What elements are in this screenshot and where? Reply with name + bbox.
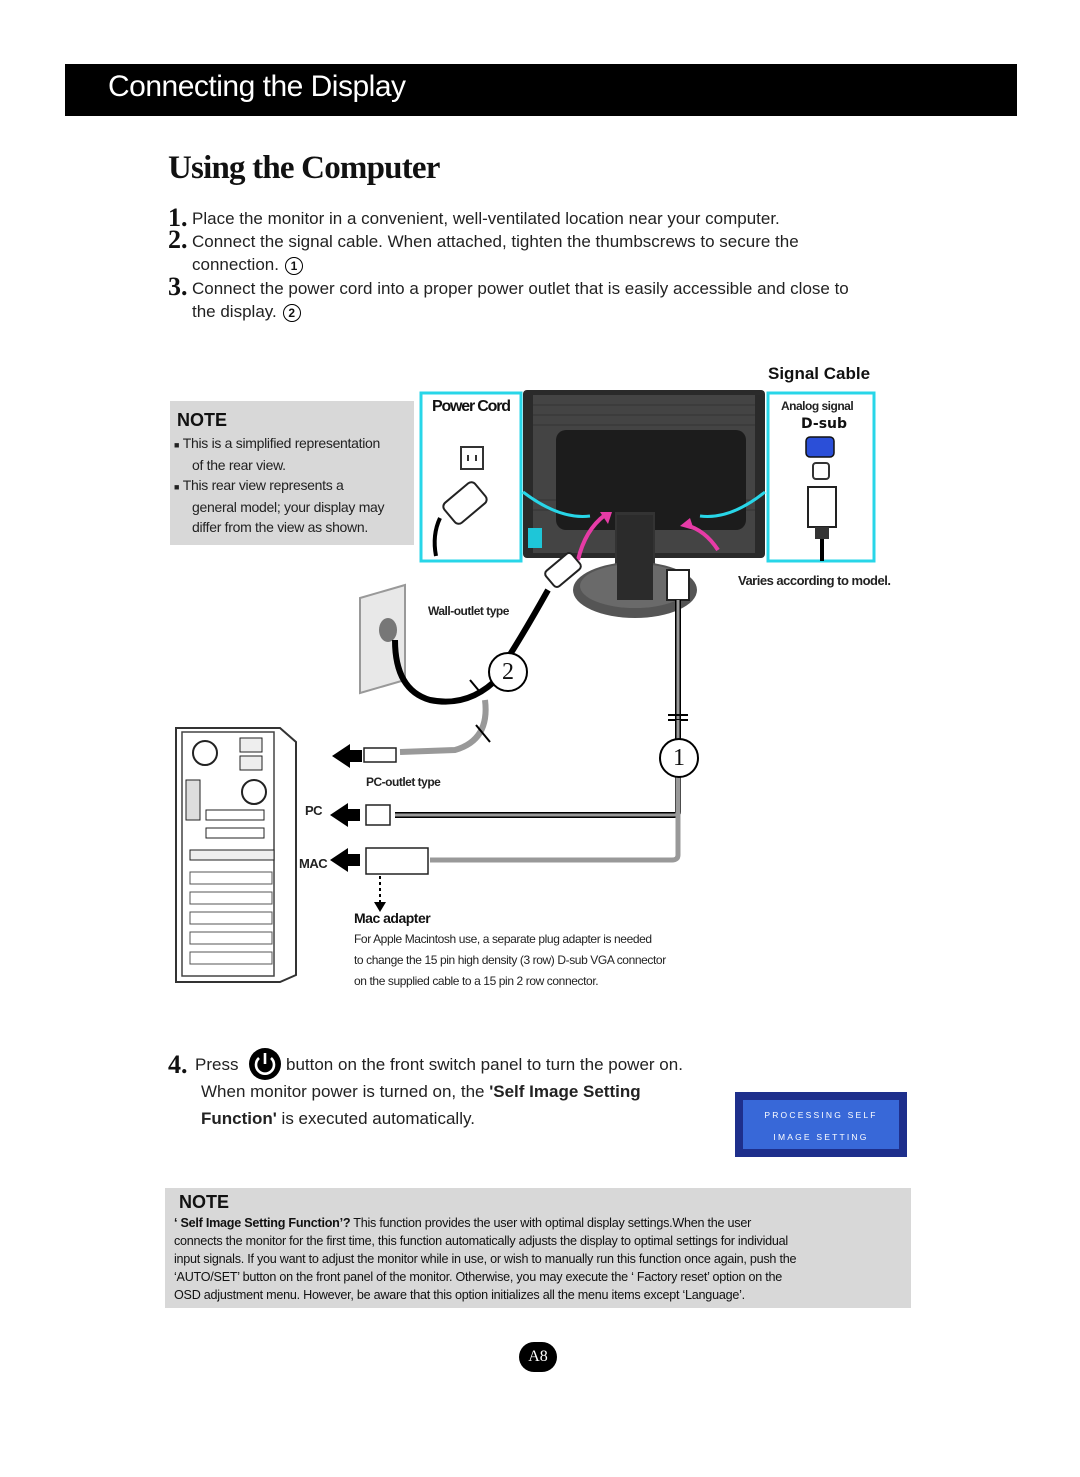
page-header-title: Connecting the Display [108,70,406,103]
step-text-line2: When monitor power is turned on, the 'Se… [201,1082,641,1102]
signal-cable-callout [766,391,876,563]
step-1: 1. Place the monitor in a convenient, we… [168,203,928,232]
step-2: 2. Connect the signal cable. When attach… [168,225,928,276]
mac-adapter-line: on the supplied cable to a 15 pin 2 row … [354,974,599,988]
note-line: differ from the view as shown. [192,519,368,535]
analog-signal-label: Analog signal [781,399,854,413]
bullet-icon: ■ [174,440,180,450]
osd-line: IMAGE SETTING [773,1132,869,1142]
step-continuation: the display. 2 [192,301,301,323]
callout-number-2: 2 [488,652,528,692]
note-line: OSD adjustment menu. However, be aware t… [174,1288,745,1302]
power-cord-label: Power Cord [432,398,511,415]
step-text: Place the monitor in a convenient, well-… [192,209,780,228]
pc-power-cord [399,699,489,755]
step-text-line3: Function' is executed automatically. [201,1109,475,1129]
step-number: 1. [168,203,188,232]
note-body: ‘ Self Image Setting Function’? This fun… [174,1214,906,1304]
note-item: ■ This is a simplified representation of… [174,433,410,537]
varies-label: Varies according to model. [738,573,891,588]
step-3: 3. Connect the power cord into a proper … [168,272,928,323]
mac-adapter-text: For Apple Macintosh use, a separate plug… [354,929,666,992]
step-text-line2: connection. [192,255,279,274]
step-text: Press [195,1055,239,1074]
mac-adapter-line: to change the 15 pin high density (3 row… [354,953,666,967]
callout-number-1: 1 [659,738,699,778]
pc-tower-illustration [175,727,297,983]
section-title: Using the Computer [168,150,440,186]
step-text: Connect the signal cable. When attached,… [192,232,799,251]
pc-label: PC [305,803,323,818]
mac-adapter-title: Mac adapter [354,910,431,926]
step-number: 3. [168,272,188,301]
note-line: ‘AUTO/SET’ button on the front panel of … [174,1270,783,1284]
signal-cable-label: Signal Cable [768,364,871,383]
arrow-icons [330,744,429,912]
step-text: button on the front switch panel to turn… [286,1055,683,1074]
header-bar [65,64,1017,116]
note-line: This function provides the user with opt… [350,1216,752,1230]
text-run: is executed automatically. [276,1109,475,1128]
note-box-self-image: NOTE ‘ Self Image Setting Function’? Thi… [165,1188,911,1308]
note-line: This rear view represents a [182,477,344,493]
mac-cable [430,760,681,863]
note-box-rear-view: NOTE ■ This is a simplified representati… [170,401,414,545]
osd-line: PROCESSING SELF [764,1110,878,1120]
note-heading: NOTE [177,410,228,430]
mac-adapter-line: For Apple Macintosh use, a separate plug… [354,932,652,946]
step-number: 2. [168,225,188,254]
note-line: general model; your display may [192,499,385,515]
circled-number-ref: 1 [284,256,303,275]
power-icon [249,1048,281,1080]
connection-diagram [175,390,876,983]
wall-outlet [359,583,503,705]
note-heading: NOTE [179,1192,230,1212]
steps-list: 1. Place the monitor in a convenient, we… [168,203,928,323]
step-number: 4. [168,1050,188,1079]
note-line: connects the monitor for the first time,… [174,1234,788,1248]
step-continuation: connection. 1 [192,254,303,276]
note-line: input signals. If you want to adjust the… [174,1252,797,1266]
power-cord-callout [419,391,523,563]
note-line: This is a simplified representation [182,435,381,451]
text-run-bold: Function' [201,1109,277,1128]
text-run: When monitor power is turned on, the [201,1082,490,1101]
circled-number-ref: 2 [282,303,301,322]
wall-outlet-label: Wall-outlet type [428,604,509,618]
note-line: of the rear view. [192,457,286,473]
osd-message: PROCESSING SELF IMAGE SETTING [743,1100,899,1149]
step-4: 4. Press button on the front switch pane… [168,1048,928,1140]
page-number: A8 [519,1342,557,1372]
monitor-rear-illustration [522,390,766,618]
dsub-label: D-sub [801,416,848,432]
note-bold-lead: ‘ Self Image Setting Function’? [174,1216,351,1230]
mac-label: MAC [299,856,328,871]
pc-outlet-label: PC-outlet type [366,775,441,789]
step-text-line2: the display. [192,302,277,321]
step-text: Connect the power cord into a proper pow… [192,279,849,298]
text-run-bold: 'Self Image Setting [489,1082,641,1101]
bullet-icon: ■ [174,482,180,492]
